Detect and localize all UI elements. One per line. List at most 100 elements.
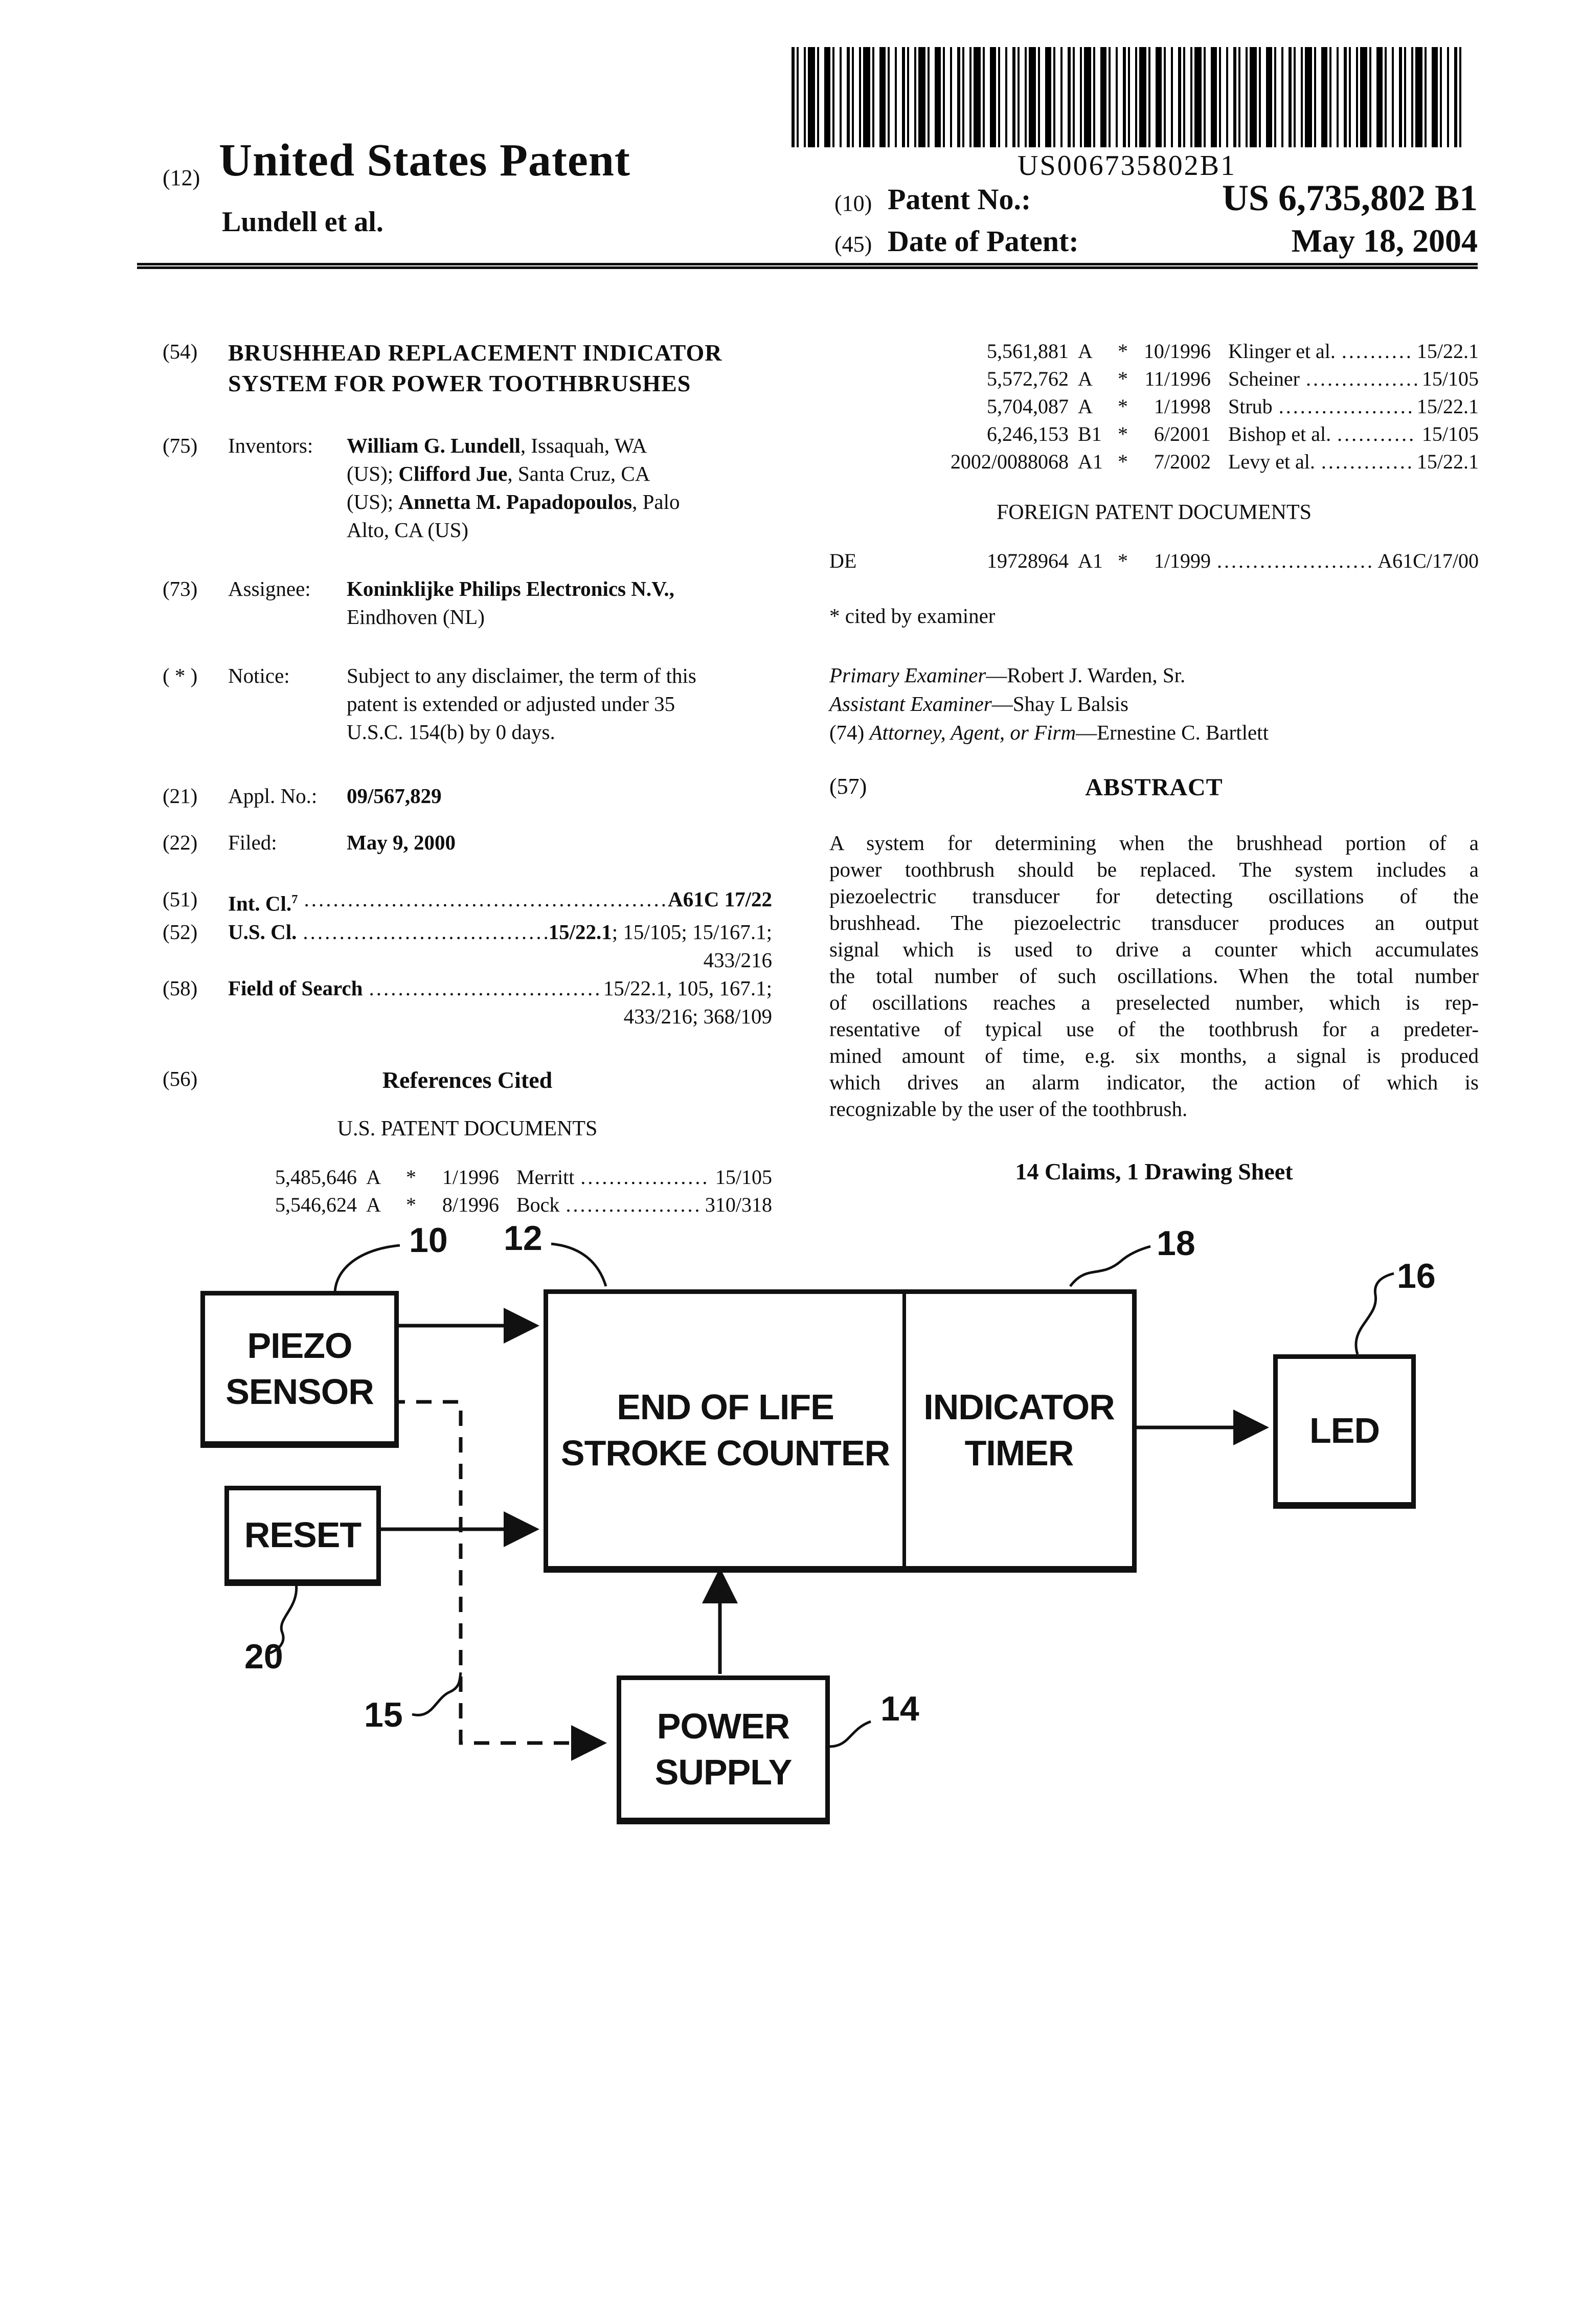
text-segment: Annetta M. Papadopoulos <box>398 490 632 513</box>
ref-numeral-15: 15 <box>364 1695 403 1734</box>
text-line: STROKE COUNTER <box>560 1433 890 1473</box>
citation-num: 5,485,646 <box>275 1165 357 1189</box>
end-of-life-stroke-counter-box: END OF LIFE STROKE COUNTER <box>548 1294 906 1566</box>
notice-value: Subject to any disclaimer, the term of t… <box>347 662 772 746</box>
date-of-patent-label: Date of Patent: <box>888 225 1079 258</box>
us-patent-documents-title: U.S. PATENT DOCUMENTS <box>337 1116 598 1141</box>
leader-12 <box>551 1242 607 1287</box>
filed-row: (22) Filed: May 9, 2000 <box>163 829 772 857</box>
citation-name: Scheiner <box>1228 367 1300 390</box>
field-number: (54) <box>163 340 198 363</box>
citation-class: 15/105 <box>1421 367 1479 390</box>
references-cited-title: References Cited <box>382 1066 553 1093</box>
text-line: SUPPLY <box>654 1752 793 1792</box>
text-line: END OF LIFE <box>617 1387 834 1427</box>
citation-date: 1/1996 <box>442 1165 499 1189</box>
text-line: SENSOR <box>225 1371 374 1412</box>
indicator-timer-box: INDICATOR TIMER <box>906 1294 1132 1566</box>
citation-star: * <box>1118 340 1128 363</box>
citation-star: * <box>406 1165 416 1189</box>
citation-country: DE <box>829 549 857 572</box>
ref-numeral-12: 12 <box>504 1219 543 1258</box>
kind-code-number: (12) <box>163 165 200 190</box>
text-segment: A61C 17/22 <box>668 887 772 911</box>
citation-class: A61C/17/00 <box>1377 549 1479 572</box>
citation-date: 10/1996 <box>1143 340 1211 363</box>
abstract-line: mined amount of time, e.g. six months, a… <box>829 1044 1479 1067</box>
text-segment: —Ernestine C. Bartlett <box>1076 721 1269 744</box>
text-line: (US); Clifford Jue, Santa Cruz, CA <box>347 460 772 488</box>
field-number: ( * ) <box>163 664 198 687</box>
dot-leader: ........................................… <box>1321 450 1412 473</box>
abstract-line: recognizable by the user of the toothbru… <box>829 1097 1188 1121</box>
ref-numeral-20: 20 <box>244 1637 283 1676</box>
citation-number: 19728964 <box>987 549 1069 572</box>
citation-kind: A <box>366 1193 381 1216</box>
document-type-title: United States Patent <box>219 135 630 186</box>
citation-kind: A <box>1078 367 1093 390</box>
citation-class: 15/22.1 <box>1416 395 1479 418</box>
counter-timer-box: END OF LIFE STROKE COUNTER INDICATOR TIMER <box>544 1289 1137 1573</box>
citation-num: 5,704,087 <box>987 395 1069 418</box>
citation-row: 5,546,624A*8/1996Bock...................… <box>163 1191 772 1219</box>
citation-name: Strub <box>1228 395 1273 418</box>
power-supply-box: POWER SUPPLY <box>617 1675 830 1824</box>
foreign-patent-documents-heading: FOREIGN PATENT DOCUMENTS <box>829 500 1479 527</box>
us-patent-documents-heading: U.S. PATENT DOCUMENTS <box>163 1116 772 1143</box>
citation-kind: A <box>366 1165 381 1189</box>
text-segment: Alto, CA (US) <box>347 518 469 542</box>
dot-leader: ........................................… <box>1341 340 1412 363</box>
text-segment: Assistant Examiner <box>829 692 992 716</box>
text-segment: Primary Examiner <box>829 663 986 687</box>
citation-kind: A1 <box>1078 450 1103 473</box>
text-line: William G. Lundell, Issaquah, WA <box>347 432 772 460</box>
notice-row: ( * ) Notice: Subject to any disclaimer,… <box>163 662 772 746</box>
text-line: Assistant Examiner—Shay L Balsis <box>829 689 1479 718</box>
abstract-text: A system for determining when the brushh… <box>829 830 1479 1122</box>
abstract-title: ABSTRACT <box>1085 774 1223 801</box>
text-segment: 15/22.1, 105, 167.1; <box>603 976 772 1000</box>
text-line: (74) Attorney, Agent, or Firm—Ernestine … <box>829 718 1479 747</box>
barcode <box>792 47 1462 147</box>
citation-star: * <box>1118 549 1128 572</box>
classification-rows: (51)Int. Cl.7...........................… <box>163 885 772 1031</box>
text-segment: 7 <box>291 892 298 906</box>
appl-no-value: 09/567,829 <box>347 784 442 808</box>
citation-kind: A <box>1078 395 1093 418</box>
citation-class: 310/318 <box>705 1193 772 1216</box>
field-number: (75) <box>163 434 198 457</box>
filed-value: May 9, 2000 <box>347 831 456 854</box>
text-line: Koninklijke Philips Electronics N.V., <box>347 575 772 603</box>
citation-name: Levy et al. <box>1228 450 1315 473</box>
references-cited-heading: (56) References Cited <box>163 1066 772 1097</box>
classification-value: 15/22.1, 105, 167.1; <box>603 974 772 1002</box>
citation-name: Merritt <box>516 1165 575 1189</box>
abstract-line: A system for determining when the brushh… <box>829 831 1479 855</box>
barcode-text: US006735802B1 <box>1018 150 1236 182</box>
cited-by-examiner-note: * cited by examiner <box>829 604 996 628</box>
text-line: INDICATOR <box>923 1387 1115 1427</box>
text-line: TIMER <box>964 1433 1074 1473</box>
text-line: patent is extended or adjusted under 35 <box>347 692 675 716</box>
assignee-label: Assignee: <box>228 577 311 600</box>
led-box: LED <box>1273 1354 1416 1509</box>
text-line: POWER <box>657 1706 790 1746</box>
leader-14 <box>822 1720 871 1748</box>
classification-value: 15/22.1; 15/105; 15/167.1; <box>549 918 772 946</box>
text-line: (US); Annetta M. Papadopoulos, Palo <box>347 488 772 516</box>
citation-kind: A <box>1078 340 1093 363</box>
text-segment: —Robert J. Warden, Sr. <box>986 663 1186 687</box>
field-number: (58) <box>163 976 198 1000</box>
citation-name: Bishop et al. <box>1228 422 1331 445</box>
classification-continuation: 433/216 <box>703 948 772 972</box>
classification-row: (51)Int. Cl.7...........................… <box>163 885 772 918</box>
diagram-connectors <box>269 1242 1394 1761</box>
text-line: Alto, CA (US) <box>347 516 772 544</box>
classification-value: A61C 17/22 <box>668 885 772 918</box>
